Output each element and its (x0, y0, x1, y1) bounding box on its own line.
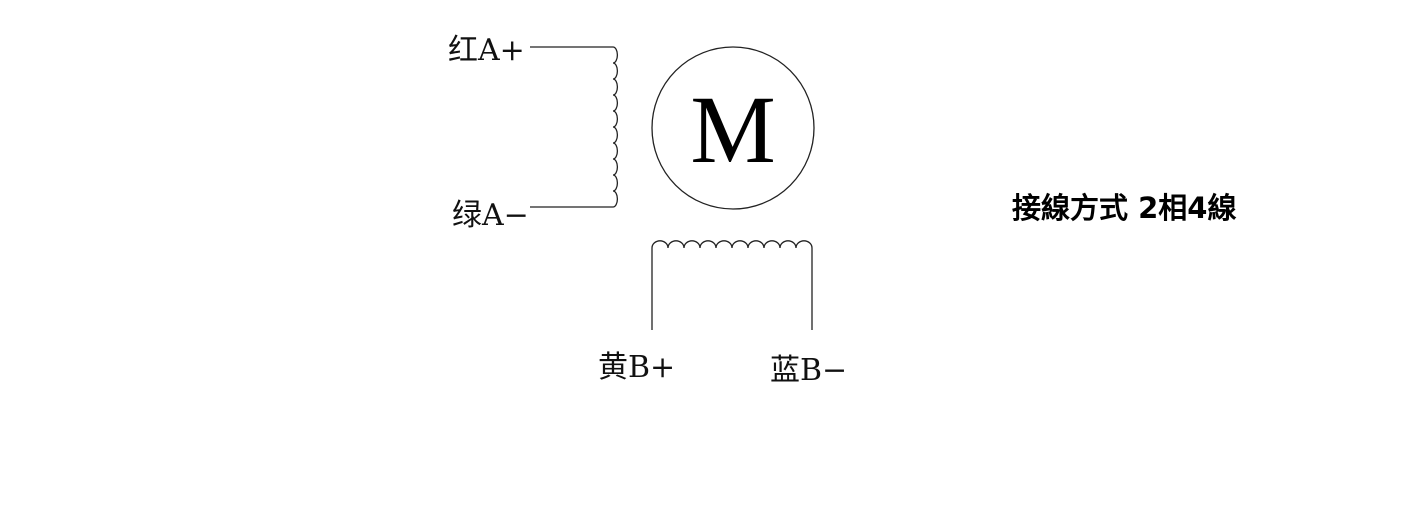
motor-symbol: M (690, 76, 775, 183)
label-b-minus: 蓝B− (770, 353, 847, 388)
label-a-plus: 红A+ (448, 33, 525, 68)
coil-a-winding (612, 46, 619, 208)
label-a-minus: 绿A− (452, 198, 529, 233)
wiring-caption: 接線方式 2相4線 (1012, 191, 1236, 225)
motor-circle (651, 46, 815, 210)
coil-b-winding (651, 240, 813, 249)
label-b-plus: 黄B+ (598, 350, 675, 385)
